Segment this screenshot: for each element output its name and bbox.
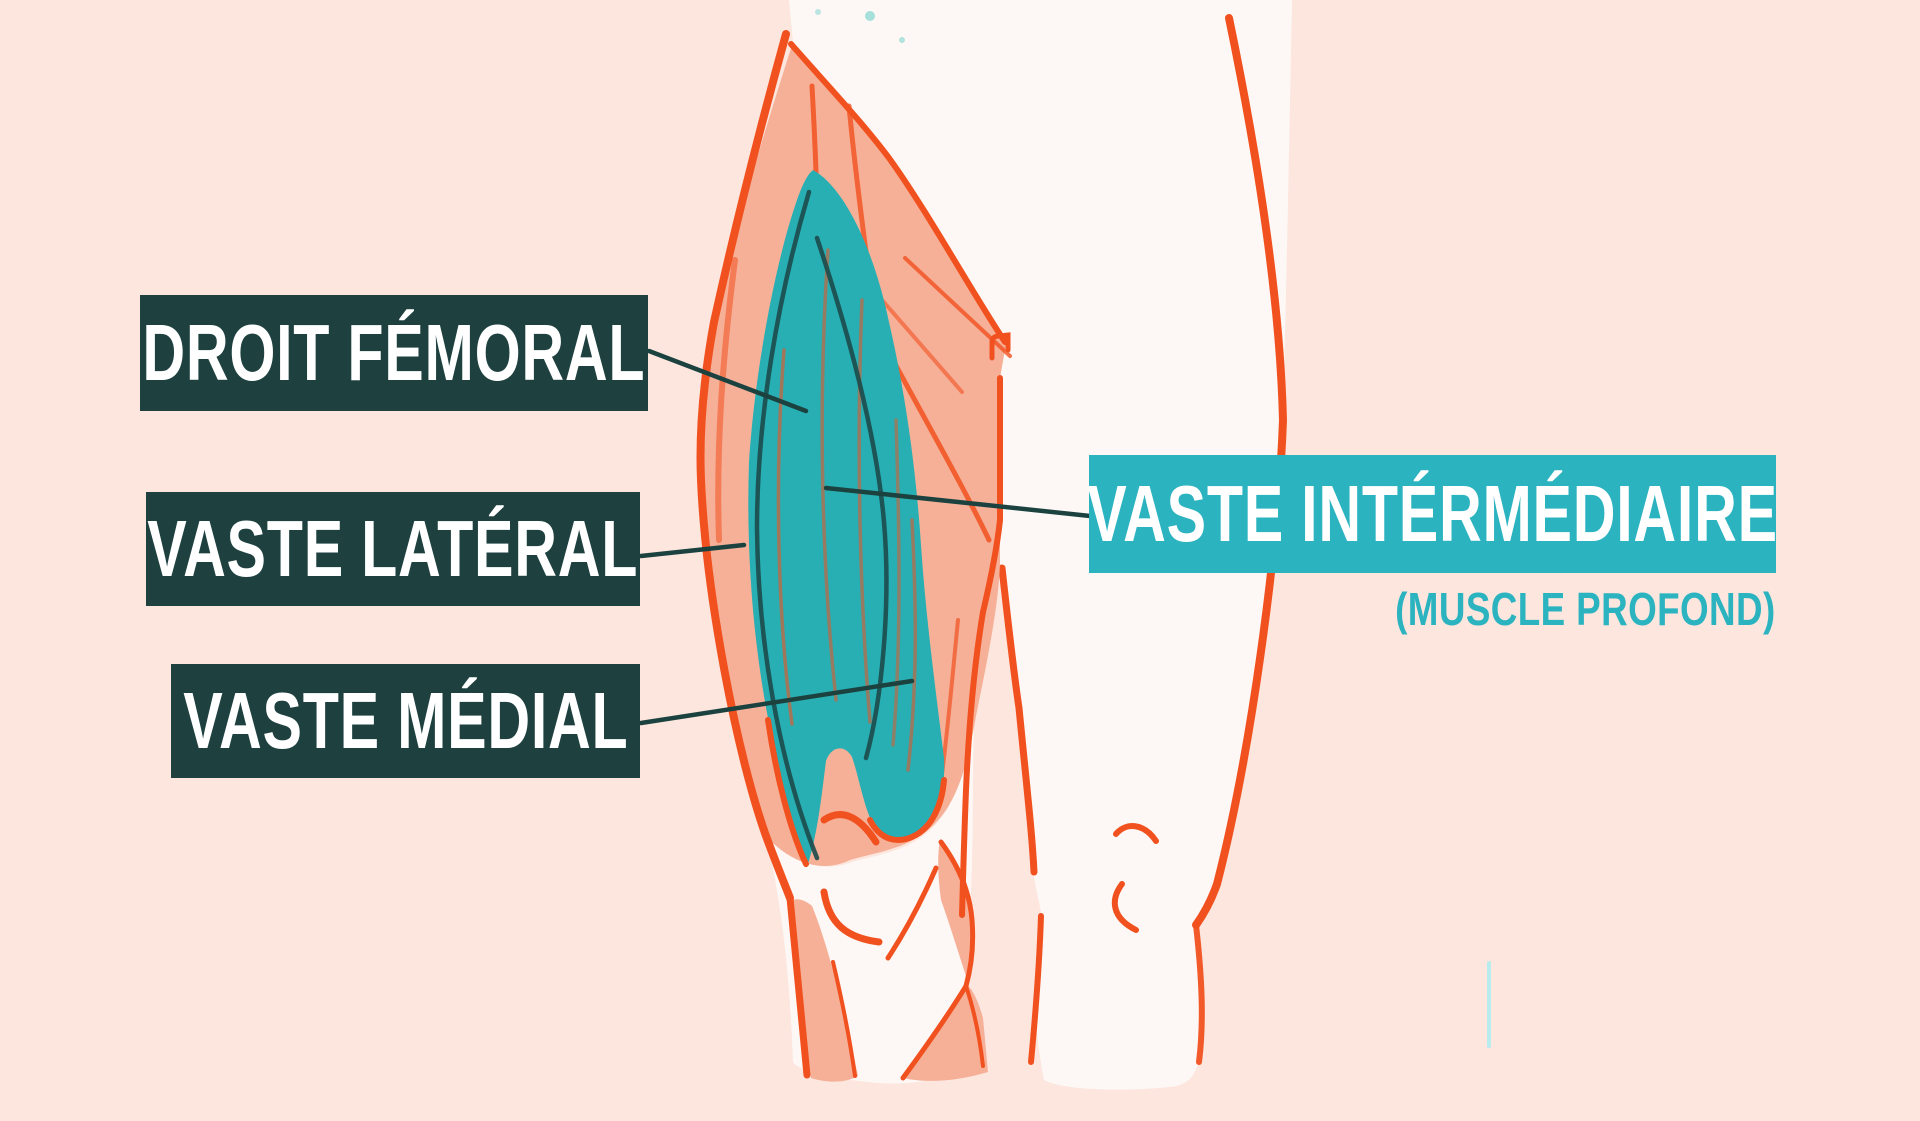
label-vaste-intermediaire-text: VASTE INTÉRMÉDIAIRE (1087, 469, 1778, 558)
annotation-line-droit-femoral (646, 348, 809, 414)
label-droit-femoral-text: DROIT FÉMORAL (142, 308, 646, 397)
muscle-streak (891, 359, 992, 543)
paint-speck (865, 11, 875, 21)
label-muscle-profond: (MUSCLE PROFOND) (1320, 583, 1776, 635)
teal-fiber (820, 248, 838, 702)
calf-muscle-right-strip (903, 984, 988, 1081)
paint-speck (899, 37, 905, 43)
calf-outer-outline (786, 894, 811, 1079)
right-leg (789, 0, 1292, 1090)
paint-speck (815, 9, 821, 15)
left-knee-cap-top-arc (820, 811, 880, 846)
calf-muscle-left-strip (793, 899, 858, 1082)
inner-knee-muscle-sliver (938, 840, 974, 982)
label-vaste-lateral: VASTE LATÉRAL (146, 492, 640, 606)
annotation-line-vaste-medial (638, 678, 915, 726)
calf-right-strip-edge (900, 983, 969, 1081)
teal-lower-right-edge (867, 777, 947, 843)
muscle-division-line-right (814, 235, 889, 761)
right-knee-lower-arc (1111, 881, 1139, 933)
teal-fiber-dark (906, 518, 918, 772)
right-leg-inner-outline (998, 564, 1038, 876)
teal-fiber (891, 418, 901, 747)
teal-lower-left-edge (765, 717, 809, 867)
inner-calf-edge-line (964, 984, 985, 1068)
annotation-line-vaste-intermediaire (823, 485, 1093, 519)
thigh-outer-outline (696, 30, 794, 902)
groin-hook-line (989, 332, 1011, 361)
right-leg-inner-outline-lower (1028, 913, 1044, 1065)
label-vaste-lateral-text: VASTE LATÉRAL (147, 504, 639, 593)
label-vaste-intermediaire: VASTE INTÉRMÉDIAIRE (1087, 455, 1778, 573)
inner-knee-edge-line (938, 839, 976, 989)
right-leg-skin-shape (789, 0, 1292, 1090)
right-knee-cap-arc (1113, 823, 1159, 844)
label-muscle-profond-text: (MUSCLE PROFOND) (1395, 583, 1776, 635)
label-droit-femoral: DROIT FÉMORAL (140, 295, 648, 411)
left-knee-cap-bottom-arc (820, 888, 883, 946)
thigh-top-edge-outline (788, 41, 1008, 345)
label-vaste-medial: VASTE MÉDIAL (171, 664, 640, 778)
muscle-streak (880, 298, 964, 394)
right-leg-calf-outline (1193, 922, 1205, 1065)
annotation-lines (638, 348, 1093, 726)
muscle-streak (715, 257, 738, 543)
thigh-inner-outline (959, 375, 1003, 918)
annotation-line-vaste-lateral (638, 542, 747, 559)
teal-fiber (857, 298, 872, 724)
left-leg (696, 30, 1012, 1084)
label-vaste-medial-text: VASTE MÉDIAL (182, 676, 629, 765)
left-knee-inner-line (885, 865, 939, 961)
muscle-division-line-left (754, 189, 820, 861)
calf-strip-edge-line (831, 960, 857, 1078)
